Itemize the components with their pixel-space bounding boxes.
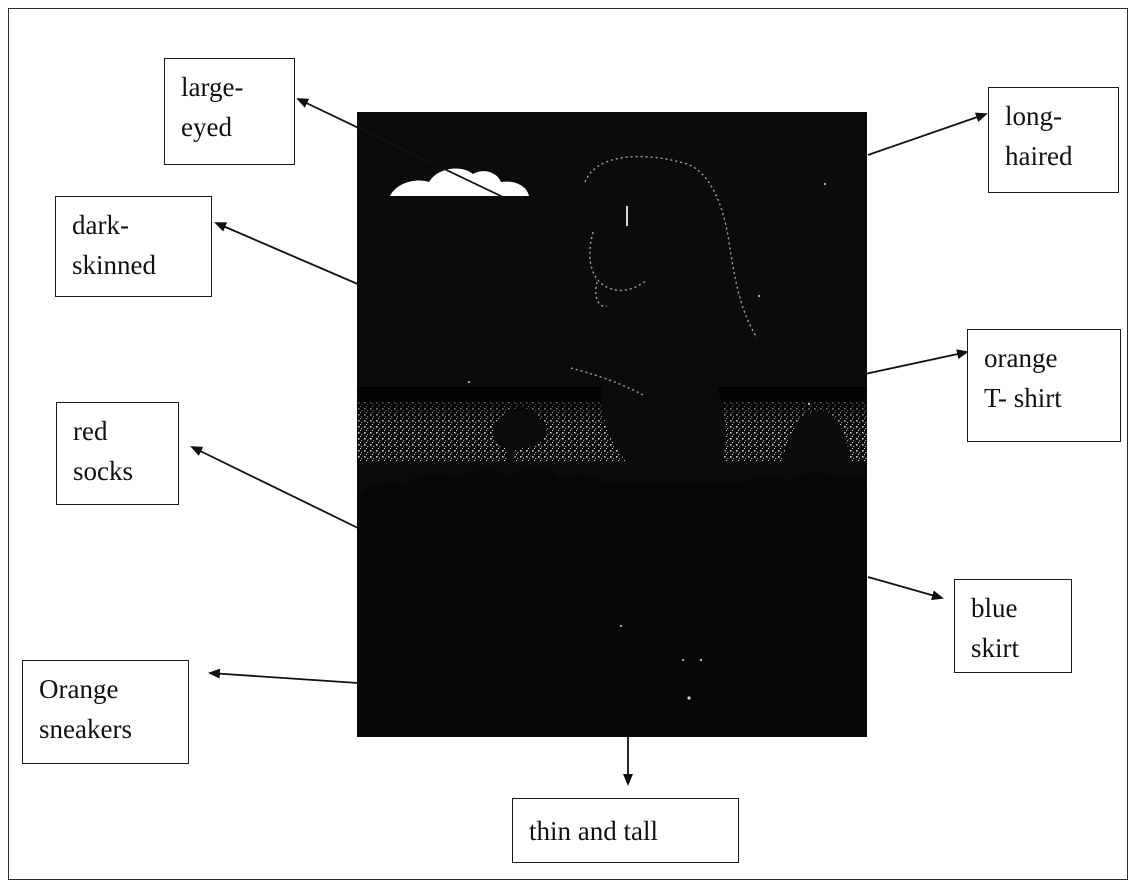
label-red-socks: red socks [56,402,179,505]
label-line: long- [1005,101,1062,131]
label-line: socks [73,456,133,486]
label-line: sneakers [39,714,132,744]
label-thin-and-tall: thin and tall [512,798,739,863]
label-line: red [73,416,108,446]
label-line: skinned [72,250,156,280]
label-line: eyed [181,112,232,142]
label-line: skirt [971,633,1020,663]
label-line: dark- [72,210,129,240]
label-line: blue [971,593,1018,623]
label-line: Orange [39,674,119,704]
girl-silhouette-picture [357,112,867,737]
label-line: haired [1005,141,1073,171]
label-line: T- shirt [984,383,1062,413]
label-line: thin and tall [529,816,658,846]
label-orange-sneakers: Orange sneakers [22,660,189,764]
figure-frame [8,8,1128,880]
label-line: orange [984,343,1058,373]
label-orange-tshirt: orange T- shirt [967,329,1121,442]
label-line: large- [181,72,244,102]
label-long-haired: long- haired [988,87,1119,193]
label-large-eyed: large- eyed [164,58,295,165]
label-blue-skirt: blue skirt [954,579,1072,673]
label-dark-skinned: dark- skinned [55,196,212,297]
